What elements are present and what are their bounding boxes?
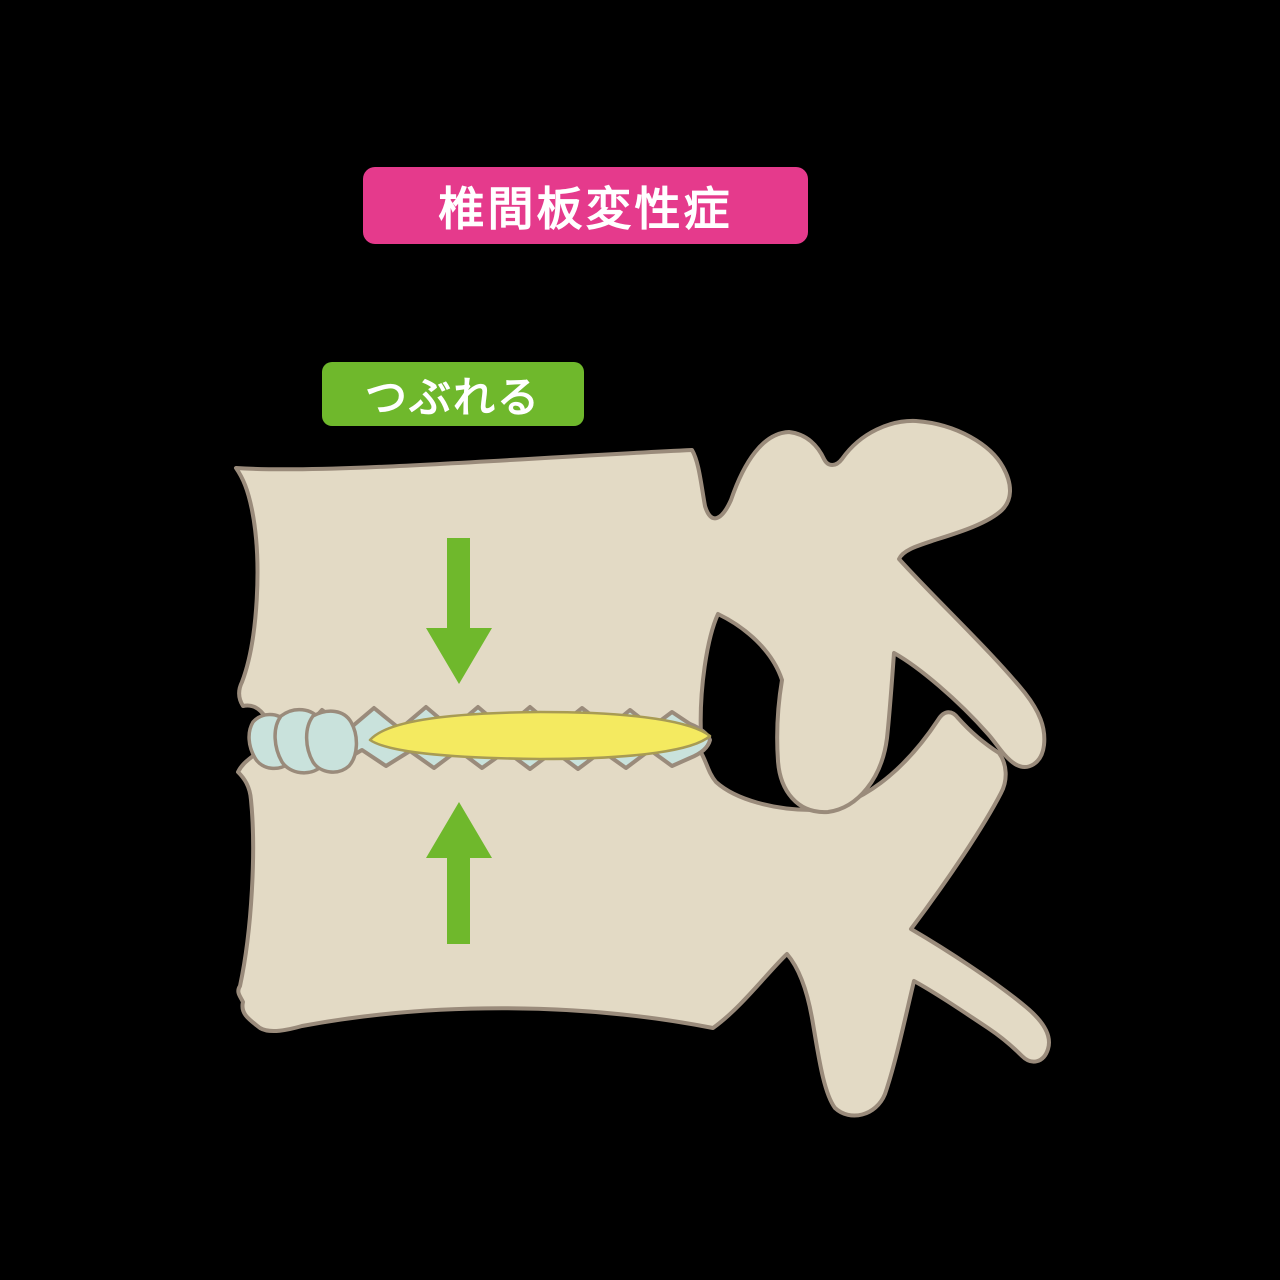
disc-nucleus	[368, 710, 712, 761]
disc-bulge-fold-3	[304, 709, 359, 774]
up-arrow-icon	[426, 802, 492, 944]
lower-vertebra-bone	[236, 710, 1051, 1118]
collapse-label-text: つぶれる	[364, 372, 541, 422]
collapse-label: つぶれる	[322, 362, 584, 426]
title-banner: 椎間板変性症	[363, 167, 808, 244]
down-arrow-icon	[426, 538, 492, 684]
title-banner-text: 椎間板変性症	[438, 181, 733, 236]
